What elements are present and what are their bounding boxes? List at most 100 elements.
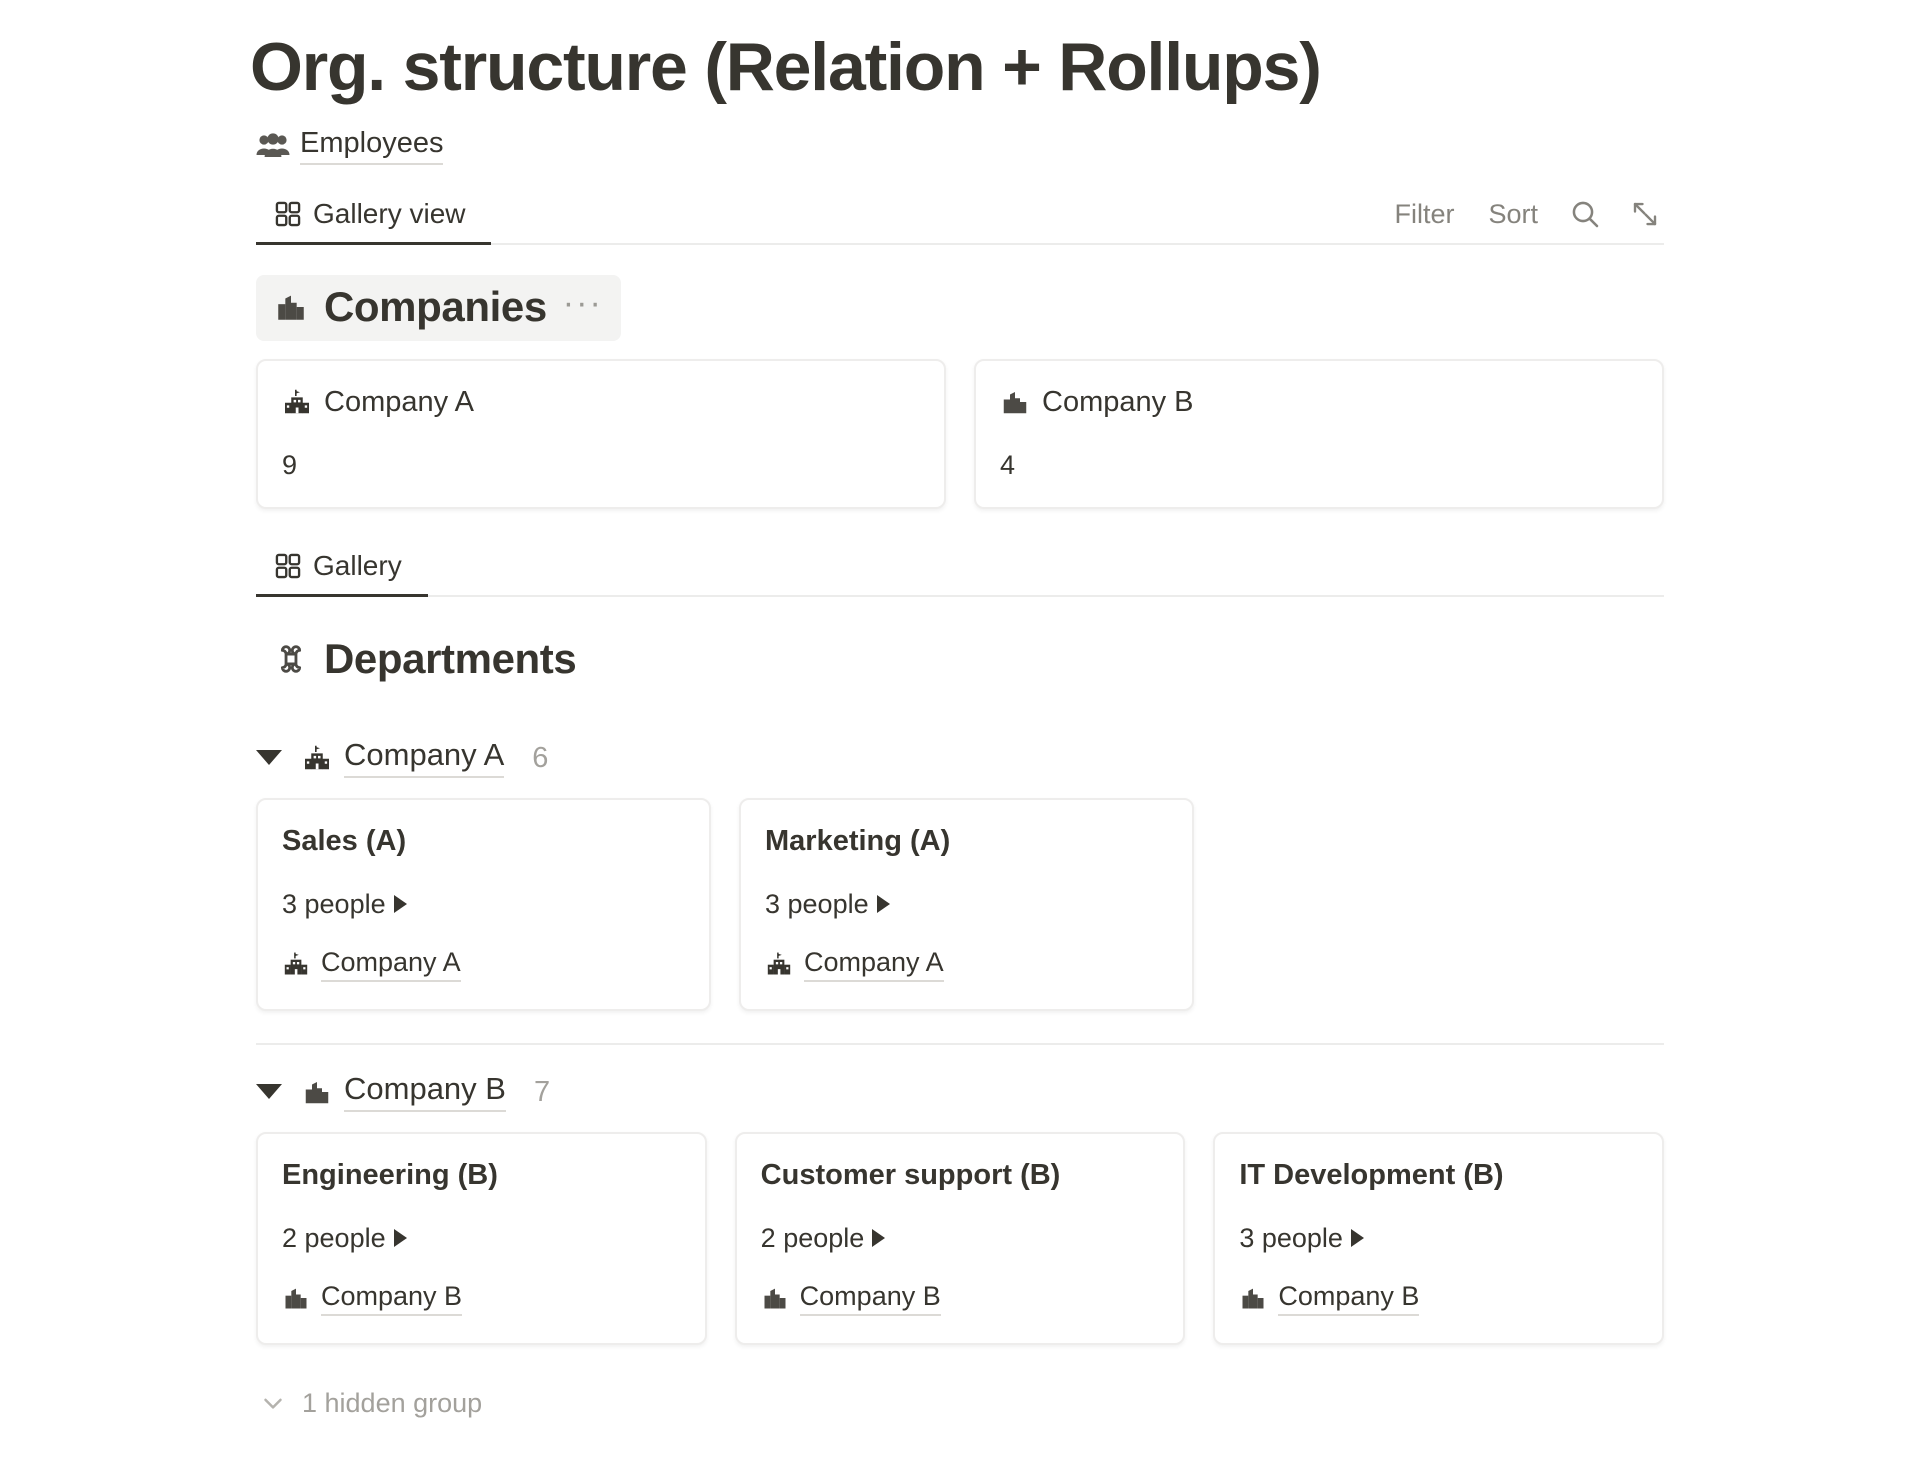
expand-triangle-icon[interactable] bbox=[872, 1229, 886, 1247]
expand-diagonal-icon[interactable] bbox=[1626, 195, 1664, 233]
search-icon[interactable] bbox=[1566, 195, 1604, 233]
card-title-row: Company A bbox=[282, 385, 920, 419]
companies-section-header[interactable]: Companies ··· bbox=[256, 275, 621, 341]
departments-card-grid-b: Engineering (B) 2 people Company B bbox=[256, 1132, 1665, 1345]
sort-button[interactable]: Sort bbox=[1488, 199, 1538, 229]
toolbar-actions: Filter Sort bbox=[1388, 195, 1664, 245]
expand-triangle-icon[interactable] bbox=[393, 895, 407, 913]
company-card[interactable]: Company B 4 bbox=[974, 359, 1664, 509]
group-header-company-a: Company A 6 bbox=[256, 737, 1916, 778]
group-link-company-a[interactable]: Company A bbox=[302, 737, 505, 778]
relation-label: Company B bbox=[321, 1280, 463, 1316]
departments-view-toolbar: Gallery bbox=[256, 545, 1664, 597]
filter-button[interactable]: Filter bbox=[1394, 199, 1455, 229]
department-card[interactable]: IT Development (B) 3 people Company B bbox=[1213, 1132, 1665, 1345]
hidden-group-toggle[interactable]: 1 hidden group bbox=[258, 1387, 482, 1419]
tab-gallery-view[interactable]: Gallery view bbox=[256, 193, 492, 245]
card-title-row: Customer support (B) bbox=[761, 1158, 1160, 1192]
company-card-value: 4 bbox=[1000, 450, 1016, 480]
department-people-count: 3 people bbox=[1239, 1223, 1343, 1253]
group-count: 6 bbox=[532, 741, 549, 774]
factory-icon bbox=[274, 290, 308, 324]
department-people-rollup[interactable]: 2 people bbox=[761, 1222, 1160, 1254]
source-database-label: Employees bbox=[300, 126, 444, 165]
department-people-rollup[interactable]: 2 people bbox=[282, 1222, 681, 1254]
company-card-title: Company B bbox=[1042, 386, 1194, 418]
source-database-link[interactable]: Employees bbox=[256, 126, 444, 165]
department-people-rollup[interactable]: 3 people bbox=[282, 888, 685, 920]
relation-label: Company B bbox=[1278, 1280, 1420, 1316]
department-card[interactable]: Engineering (B) 2 people Company B bbox=[256, 1132, 707, 1345]
school-building-icon bbox=[282, 387, 312, 417]
companies-section-menu-icon[interactable]: ··· bbox=[562, 284, 603, 322]
department-company-relation[interactable]: Company B bbox=[1239, 1280, 1420, 1316]
card-title-row: IT Development (B) bbox=[1239, 1158, 1638, 1192]
gallery-grid-icon bbox=[274, 552, 302, 580]
departments-section-header[interactable]: Departments bbox=[256, 627, 594, 693]
factory-icon bbox=[302, 1077, 332, 1107]
department-people-count: 2 people bbox=[282, 1223, 386, 1253]
command-icon bbox=[274, 642, 308, 676]
card-title-row: Company B bbox=[1000, 385, 1638, 419]
expand-triangle-icon[interactable] bbox=[1350, 1229, 1364, 1247]
department-people-rollup[interactable]: 3 people bbox=[765, 888, 1168, 920]
group-divider bbox=[256, 1043, 1664, 1045]
department-people-count: 3 people bbox=[765, 889, 869, 919]
departments-section-title: Departments bbox=[324, 635, 577, 682]
page-root: Org. structure (Relation + Rollups) Empl… bbox=[250, 29, 1916, 1419]
relation-label: Company B bbox=[799, 1280, 941, 1316]
hidden-group-label: 1 hidden group bbox=[302, 1388, 483, 1418]
tab-gallery[interactable]: Gallery bbox=[256, 545, 428, 597]
factory-icon bbox=[282, 1284, 310, 1312]
factory-icon bbox=[1000, 387, 1030, 417]
department-card-title: IT Development (B) bbox=[1239, 1159, 1504, 1191]
expand-triangle-icon[interactable] bbox=[393, 1229, 407, 1247]
factory-icon bbox=[761, 1284, 789, 1312]
group-label: Company A bbox=[344, 737, 505, 778]
people-group-icon bbox=[256, 132, 290, 159]
gallery-view-toolbar: Gallery view Filter Sort bbox=[256, 193, 1664, 245]
expand-triangle-icon[interactable] bbox=[876, 895, 890, 913]
department-card-title: Engineering (B) bbox=[282, 1159, 498, 1191]
relation-label: Company A bbox=[321, 946, 461, 982]
tab-gallery-view-label: Gallery view bbox=[313, 198, 466, 229]
department-card[interactable]: Sales (A) 3 people bbox=[256, 798, 711, 1011]
factory-icon bbox=[1239, 1284, 1267, 1312]
tab-gallery-label: Gallery bbox=[313, 550, 402, 581]
company-card[interactable]: Company A 9 bbox=[256, 359, 946, 509]
group-count: 7 bbox=[533, 1075, 551, 1108]
group-header-company-b: Company B 7 bbox=[256, 1071, 1916, 1112]
department-company-relation[interactable]: Company A bbox=[282, 946, 461, 982]
group-link-company-b[interactable]: Company B bbox=[302, 1071, 506, 1112]
view-tab-list: Gallery bbox=[256, 545, 428, 597]
school-building-icon bbox=[282, 950, 310, 978]
company-card-value: 9 bbox=[282, 450, 298, 480]
collapse-caret-icon[interactable] bbox=[256, 1084, 282, 1099]
department-people-count: 3 people bbox=[282, 889, 386, 919]
company-card-title: Company A bbox=[324, 386, 474, 418]
companies-section-title: Companies bbox=[324, 283, 547, 330]
department-card-title: Customer support (B) bbox=[760, 1159, 1061, 1191]
gallery-grid-icon bbox=[274, 200, 302, 228]
department-people-count: 2 people bbox=[760, 1223, 865, 1253]
companies-card-grid: Company A 9 Company B 4 bbox=[256, 359, 1664, 509]
relation-label: Company A bbox=[804, 946, 944, 982]
page-title: Org. structure (Relation + Rollups) bbox=[250, 29, 1322, 105]
department-card[interactable]: Customer support (B) 2 people Company B bbox=[734, 1132, 1186, 1345]
department-company-relation[interactable]: Company B bbox=[282, 1280, 463, 1316]
department-card-title: Marketing (A) bbox=[765, 825, 951, 857]
collapse-caret-icon[interactable] bbox=[256, 750, 282, 765]
view-tab-list: Gallery view bbox=[256, 193, 492, 245]
group-label: Company B bbox=[344, 1071, 506, 1112]
departments-card-grid-a: Sales (A) 3 people bbox=[256, 798, 1664, 1011]
department-card-title: Sales (A) bbox=[282, 825, 407, 857]
card-title-row: Engineering (B) bbox=[282, 1158, 681, 1192]
school-building-icon bbox=[302, 743, 332, 773]
department-card[interactable]: Marketing (A) 3 people bbox=[739, 798, 1194, 1011]
department-company-relation[interactable]: Company A bbox=[765, 946, 944, 982]
card-title-row: Sales (A) bbox=[282, 824, 685, 858]
school-building-icon bbox=[765, 950, 793, 978]
department-company-relation[interactable]: Company B bbox=[761, 1280, 941, 1316]
chevron-down-icon bbox=[258, 1388, 288, 1418]
department-people-rollup[interactable]: 3 people bbox=[1239, 1222, 1638, 1254]
